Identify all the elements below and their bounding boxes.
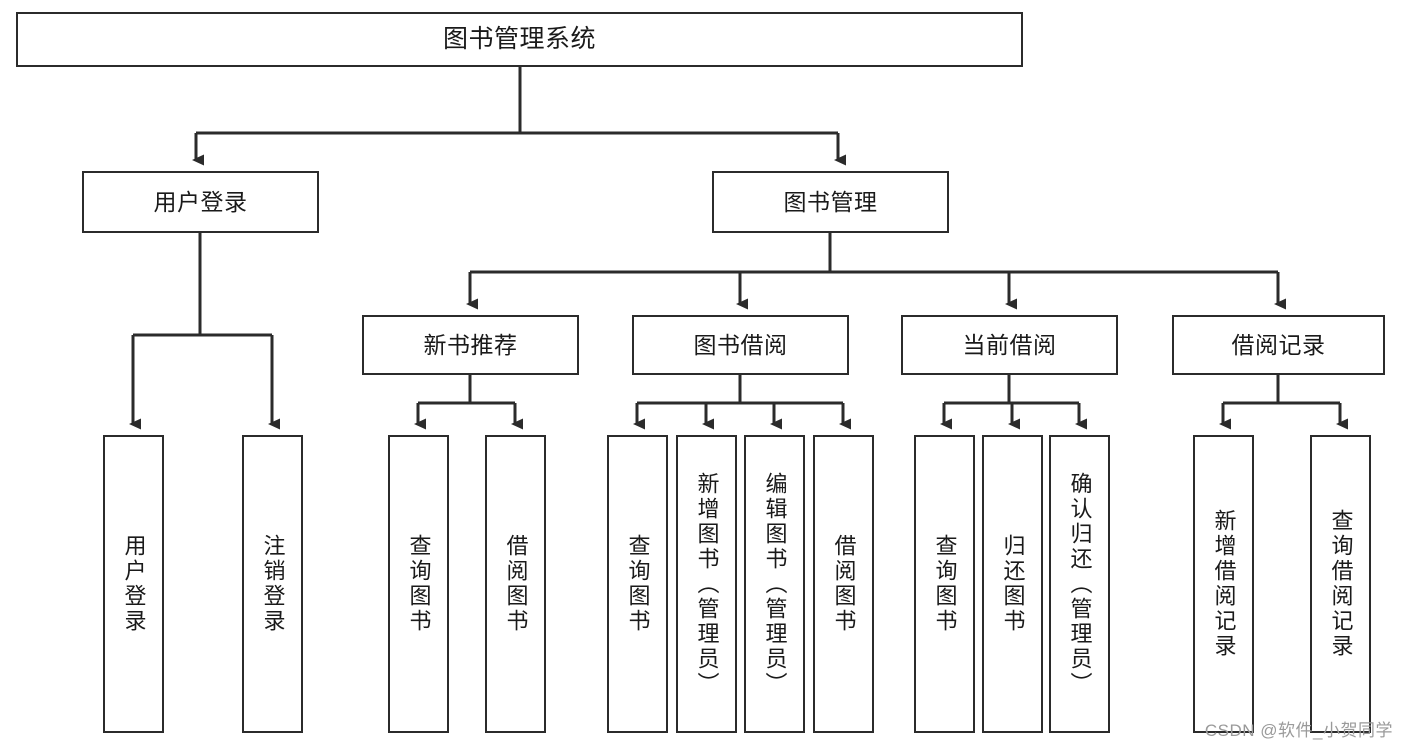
leaf-query-borrow-record[interactable]: 查询借阅记录 — [1310, 435, 1371, 733]
node-label-user-login: 用户登录 — [153, 188, 248, 215]
leaf-label-borrow-book-recommend: 借阅图书 — [503, 534, 529, 634]
leaf-edit-book-admin[interactable]: 编辑图书（管理员） — [744, 435, 805, 733]
leaf-query-book-current[interactable]: 查询图书 — [914, 435, 975, 733]
leaf-label-user-login: 用户登录 — [121, 534, 147, 634]
node-new-book-recommend[interactable]: 新书推荐 — [362, 315, 579, 375]
leaf-confirm-return-admin[interactable]: 确认归还（管理员） — [1049, 435, 1110, 733]
leaf-label-return-book: 归还图书 — [1000, 534, 1026, 634]
node-book-management[interactable]: 图书管理 — [712, 171, 949, 233]
leaf-label-borrow-book: 借阅图书 — [831, 534, 857, 634]
node-current-borrow[interactable]: 当前借阅 — [901, 315, 1118, 375]
csdn-watermark: CSDN @软件_小贺同学 — [1204, 721, 1393, 740]
leaf-borrow-book-recommend[interactable]: 借阅图书 — [485, 435, 546, 733]
leaf-return-book[interactable]: 归还图书 — [982, 435, 1043, 733]
leaf-label-query-borrow-record: 查询借阅记录 — [1328, 509, 1354, 659]
leaf-add-book-admin[interactable]: 新增图书（管理员） — [676, 435, 737, 733]
node-label-new-book-recommend: 新书推荐 — [423, 331, 518, 358]
leaf-label-edit-book-admin: 编辑图书（管理员） — [762, 471, 788, 697]
node-label-borrow-record: 借阅记录 — [1231, 331, 1326, 358]
node-label-current-borrow: 当前借阅 — [962, 331, 1057, 358]
leaf-add-borrow-record[interactable]: 新增借阅记录 — [1193, 435, 1254, 733]
leaf-query-book-borrow[interactable]: 查询图书 — [607, 435, 668, 733]
leaf-label-query-book-recommend: 查询图书 — [406, 534, 432, 634]
leaf-label-add-borrow-record: 新增借阅记录 — [1211, 509, 1237, 659]
node-root-book-management-system[interactable]: 图书管理系统 — [16, 12, 1023, 67]
node-book-borrow[interactable]: 图书借阅 — [632, 315, 849, 375]
leaf-label-add-book-admin: 新增图书（管理员） — [694, 471, 720, 697]
node-user-login[interactable]: 用户登录 — [82, 171, 319, 233]
leaf-label-confirm-return-admin: 确认归还（管理员） — [1067, 471, 1093, 697]
leaf-label-query-book-current: 查询图书 — [932, 534, 958, 634]
leaf-user-logout[interactable]: 注销登录 — [242, 435, 303, 733]
leaf-label-user-logout: 注销登录 — [260, 534, 286, 634]
node-label-root: 图书管理系统 — [442, 25, 596, 54]
node-label-book-management: 图书管理 — [783, 188, 878, 215]
leaf-query-book-recommend[interactable]: 查询图书 — [388, 435, 449, 733]
leaf-borrow-book[interactable]: 借阅图书 — [813, 435, 874, 733]
leaf-user-login[interactable]: 用户登录 — [103, 435, 164, 733]
node-borrow-record[interactable]: 借阅记录 — [1172, 315, 1385, 375]
leaf-label-query-book-borrow: 查询图书 — [625, 534, 651, 634]
node-label-book-borrow: 图书借阅 — [693, 331, 788, 358]
